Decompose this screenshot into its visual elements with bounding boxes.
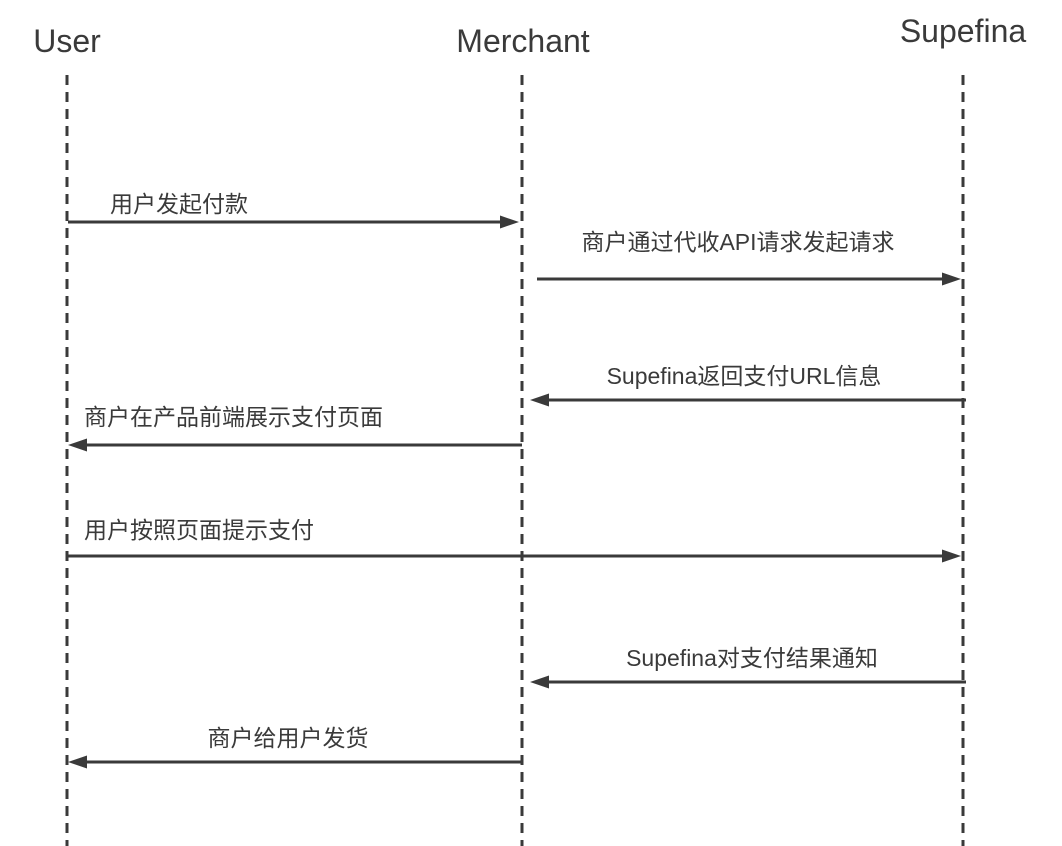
message-3: Supefina返回支付URL信息: [530, 363, 966, 407]
message-arrowhead-3: [530, 393, 549, 407]
message-arrowhead-1: [500, 215, 519, 229]
message-label-5: 用户按照页面提示支付: [84, 517, 314, 543]
participant-label-user: User: [33, 23, 101, 59]
message-arrowhead-4: [68, 438, 87, 452]
message-arrowhead-2: [942, 272, 961, 286]
message-label-7: 商户给用户发货: [208, 725, 369, 751]
message-label-4: 商户在产品前端展示支付页面: [84, 404, 383, 430]
message-label-1: 用户发起付款: [110, 191, 248, 217]
message-5: 用户按照页面提示支付: [68, 517, 961, 563]
participants-group: User Merchant Supefina: [33, 13, 1026, 59]
message-1: 用户发起付款: [68, 191, 519, 229]
lifelines-group: [65, 75, 965, 846]
message-arrowhead-6: [530, 675, 549, 689]
participant-label-merchant: Merchant: [456, 23, 590, 59]
message-label-3: Supefina返回支付URL信息: [607, 363, 882, 389]
message-6: Supefina对支付结果通知: [530, 645, 966, 689]
message-label-6: Supefina对支付结果通知: [626, 645, 878, 671]
message-arrowhead-7: [68, 755, 87, 769]
message-4: 商户在产品前端展示支付页面: [68, 404, 522, 452]
message-label-2: 商户通过代收API请求发起请求: [581, 229, 894, 255]
message-2: 商户通过代收API请求发起请求: [537, 229, 961, 286]
message-arrowhead-5: [942, 549, 961, 563]
participant-label-supefina: Supefina: [900, 13, 1027, 49]
message-7: 商户给用户发货: [68, 725, 522, 769]
